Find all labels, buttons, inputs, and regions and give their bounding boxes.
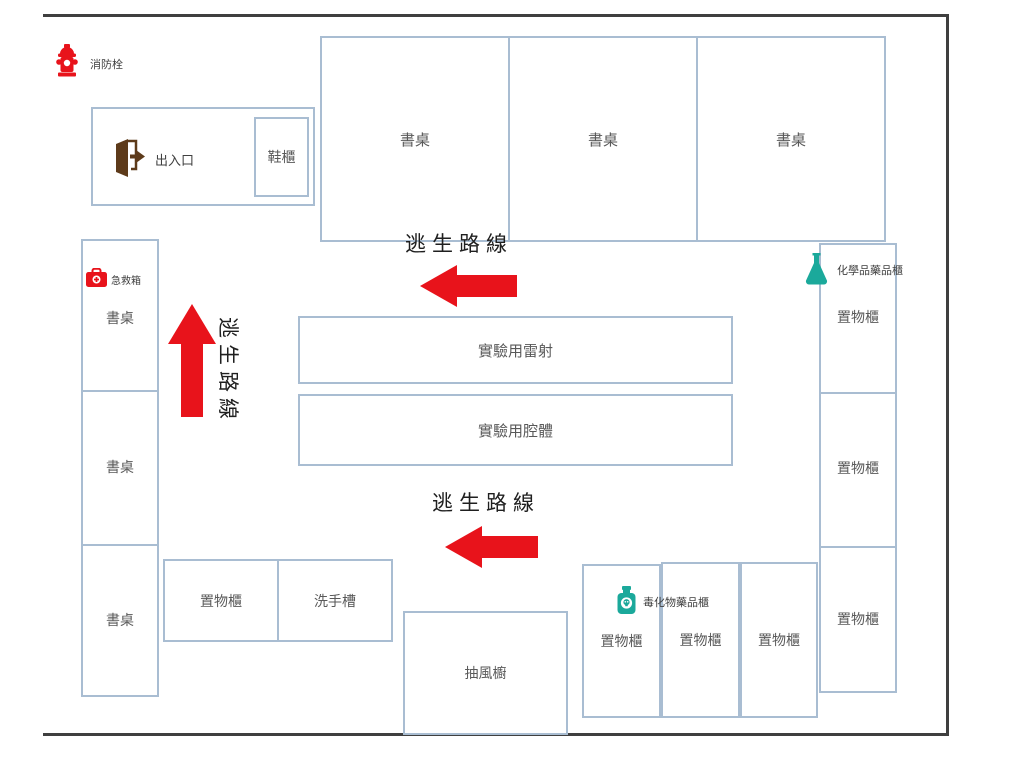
sink-label: 洗手槽 (314, 593, 356, 610)
desk-cell: 書桌 (322, 38, 508, 240)
storage-label: 置物櫃 (837, 461, 879, 477)
chemical-cabinet-label: 化學品藥品櫃 (837, 264, 903, 277)
fire-hydrant-icon (56, 44, 78, 77)
wall-right (946, 14, 949, 736)
divider (83, 544, 157, 546)
right-cabinets-box (819, 243, 897, 693)
chamber-label: 實驗用腔體 (477, 421, 553, 440)
escape-route-top-arrow (420, 265, 457, 307)
sink-cell: 洗手槽 (279, 561, 391, 640)
desk-cell: 書桌 (510, 38, 696, 240)
fire-hydrant-label: 消防栓 (90, 58, 123, 71)
laser-box: 實驗用雷射 (298, 316, 733, 384)
first-aid-icon (86, 268, 107, 287)
first-aid-label: 急救箱 (111, 276, 141, 287)
shoe-cabinet-box: 鞋櫃 (254, 117, 309, 197)
fume-hood-label: 抽風櫥 (464, 666, 507, 682)
divider (83, 390, 157, 392)
storage-label: 置物櫃 (600, 634, 643, 650)
escape-route-top-arrow-shaft (455, 275, 517, 297)
divider (277, 561, 279, 640)
storage-label: 置物櫃 (758, 633, 800, 649)
escape-route-bottom-label: 逃生路線 (432, 491, 540, 515)
bottom-cabinet-box: 置物櫃 (582, 564, 661, 718)
toxic-cabinet-label: 毒化物藥品櫃 (643, 596, 709, 609)
entrance-label: 出入口 (155, 154, 195, 169)
divider (508, 38, 510, 240)
desk-label: 書桌 (587, 130, 618, 149)
chemical-flask-icon (804, 253, 829, 287)
top-desks-box: 書桌 書桌 書桌 (320, 36, 886, 242)
storage-sink-box: 置物櫃 洗手槽 (163, 559, 393, 642)
escape-route-up-arrow-shaft (181, 342, 203, 417)
desk-label: 書桌 (775, 130, 806, 149)
escape-route-top-label: 逃生路線 (405, 232, 513, 256)
escape-route-bottom-arrow-shaft (480, 536, 538, 558)
desk-label: 書桌 (106, 311, 134, 327)
divider (821, 546, 895, 548)
escape-route-left-label: 逃生路線 (216, 317, 240, 425)
escape-route-bottom-arrow (445, 526, 482, 568)
desk-label: 書桌 (106, 460, 134, 476)
escape-route-up-arrow (168, 304, 216, 344)
storage-label: 置物櫃 (200, 593, 242, 610)
fume-hood-box: 抽風櫥 (403, 611, 568, 735)
chamber-box: 實驗用腔體 (298, 394, 733, 466)
desk-label: 書桌 (399, 130, 430, 149)
bottom-cabinet-box: 置物櫃 (740, 562, 818, 718)
divider (696, 38, 698, 240)
desk-label: 書桌 (106, 613, 134, 629)
toxic-bottle-icon (616, 586, 637, 615)
storage-label: 置物櫃 (679, 633, 722, 649)
laser-label: 實驗用雷射 (477, 341, 553, 360)
storage-label: 置物櫃 (837, 310, 879, 326)
divider (821, 392, 895, 394)
left-desks-box (81, 239, 159, 697)
desk-cell: 書桌 (698, 38, 884, 240)
shoe-cabinet-label: 鞋櫃 (267, 150, 296, 166)
storage-cell: 置物櫃 (165, 561, 277, 640)
bottom-cabinet-box: 置物櫃 (661, 562, 740, 718)
wall-top (43, 14, 949, 17)
storage-label: 置物櫃 (837, 612, 879, 628)
door-exit-icon (114, 139, 146, 177)
